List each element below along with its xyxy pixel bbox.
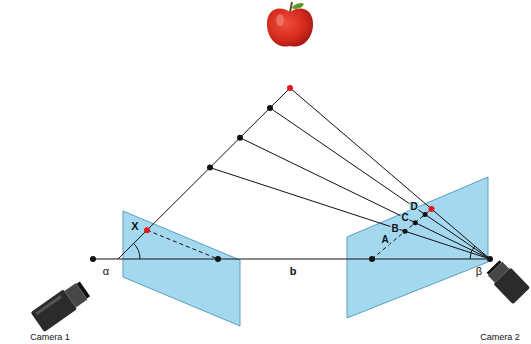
label-anchor: b bbox=[290, 266, 297, 277]
camera-icon bbox=[31, 279, 92, 332]
ray-left bbox=[118, 88, 290, 259]
image-point bbox=[403, 229, 408, 234]
point-label: B bbox=[390, 224, 399, 234]
label-anchor: α bbox=[103, 266, 109, 277]
label-anchor: Camera 1 bbox=[30, 333, 70, 342]
image-point bbox=[429, 206, 435, 212]
angle-label: α bbox=[103, 266, 109, 277]
ray-point bbox=[267, 105, 273, 111]
rays-right bbox=[210, 88, 490, 259]
label-anchor: X bbox=[130, 221, 139, 232]
camera-lens bbox=[64, 283, 87, 307]
apple-body bbox=[267, 8, 313, 46]
label-anchor: B bbox=[390, 224, 399, 234]
image-point bbox=[144, 227, 150, 233]
image-point bbox=[423, 212, 428, 217]
camera-detail bbox=[36, 295, 62, 315]
label-anchor: D bbox=[409, 202, 418, 212]
angle-arc bbox=[134, 243, 140, 259]
apple-highlight bbox=[276, 14, 284, 26]
point-label: A bbox=[380, 235, 389, 245]
projection-line bbox=[147, 230, 218, 259]
ray bbox=[270, 108, 490, 259]
camera-center bbox=[487, 256, 493, 262]
ray-point bbox=[237, 135, 243, 141]
label-anchor: β bbox=[476, 266, 482, 277]
point-label: X bbox=[130, 221, 139, 232]
label-anchor: C bbox=[400, 213, 409, 223]
point-label: C bbox=[400, 213, 409, 223]
apple bbox=[267, 2, 313, 47]
point-label: D bbox=[409, 202, 418, 212]
principal-point bbox=[369, 256, 375, 262]
camera-center bbox=[90, 256, 96, 262]
object-point bbox=[287, 85, 293, 91]
label-anchor: Camera 2 bbox=[480, 333, 520, 342]
apple-stem bbox=[290, 2, 292, 12]
ray-point bbox=[207, 165, 213, 171]
image-point bbox=[413, 220, 418, 225]
baseline-label: b bbox=[290, 266, 297, 277]
ray bbox=[210, 168, 490, 259]
camera-label: Camera 2 bbox=[480, 333, 520, 342]
camera-label: Camera 1 bbox=[30, 333, 70, 342]
baseline bbox=[93, 259, 490, 260]
red-points bbox=[144, 85, 435, 233]
camera-lens-ring bbox=[76, 282, 90, 299]
ray bbox=[240, 138, 490, 259]
camera-lens-ring bbox=[487, 260, 502, 275]
principal-point bbox=[215, 256, 221, 262]
label-anchor: A bbox=[380, 235, 389, 245]
angle-arc bbox=[470, 246, 475, 259]
camera-icon bbox=[484, 258, 530, 304]
ray bbox=[290, 88, 490, 259]
angle-label: β bbox=[476, 266, 482, 277]
points bbox=[90, 105, 493, 262]
image-plane-left bbox=[123, 211, 240, 326]
epipolar-line bbox=[372, 209, 432, 259]
